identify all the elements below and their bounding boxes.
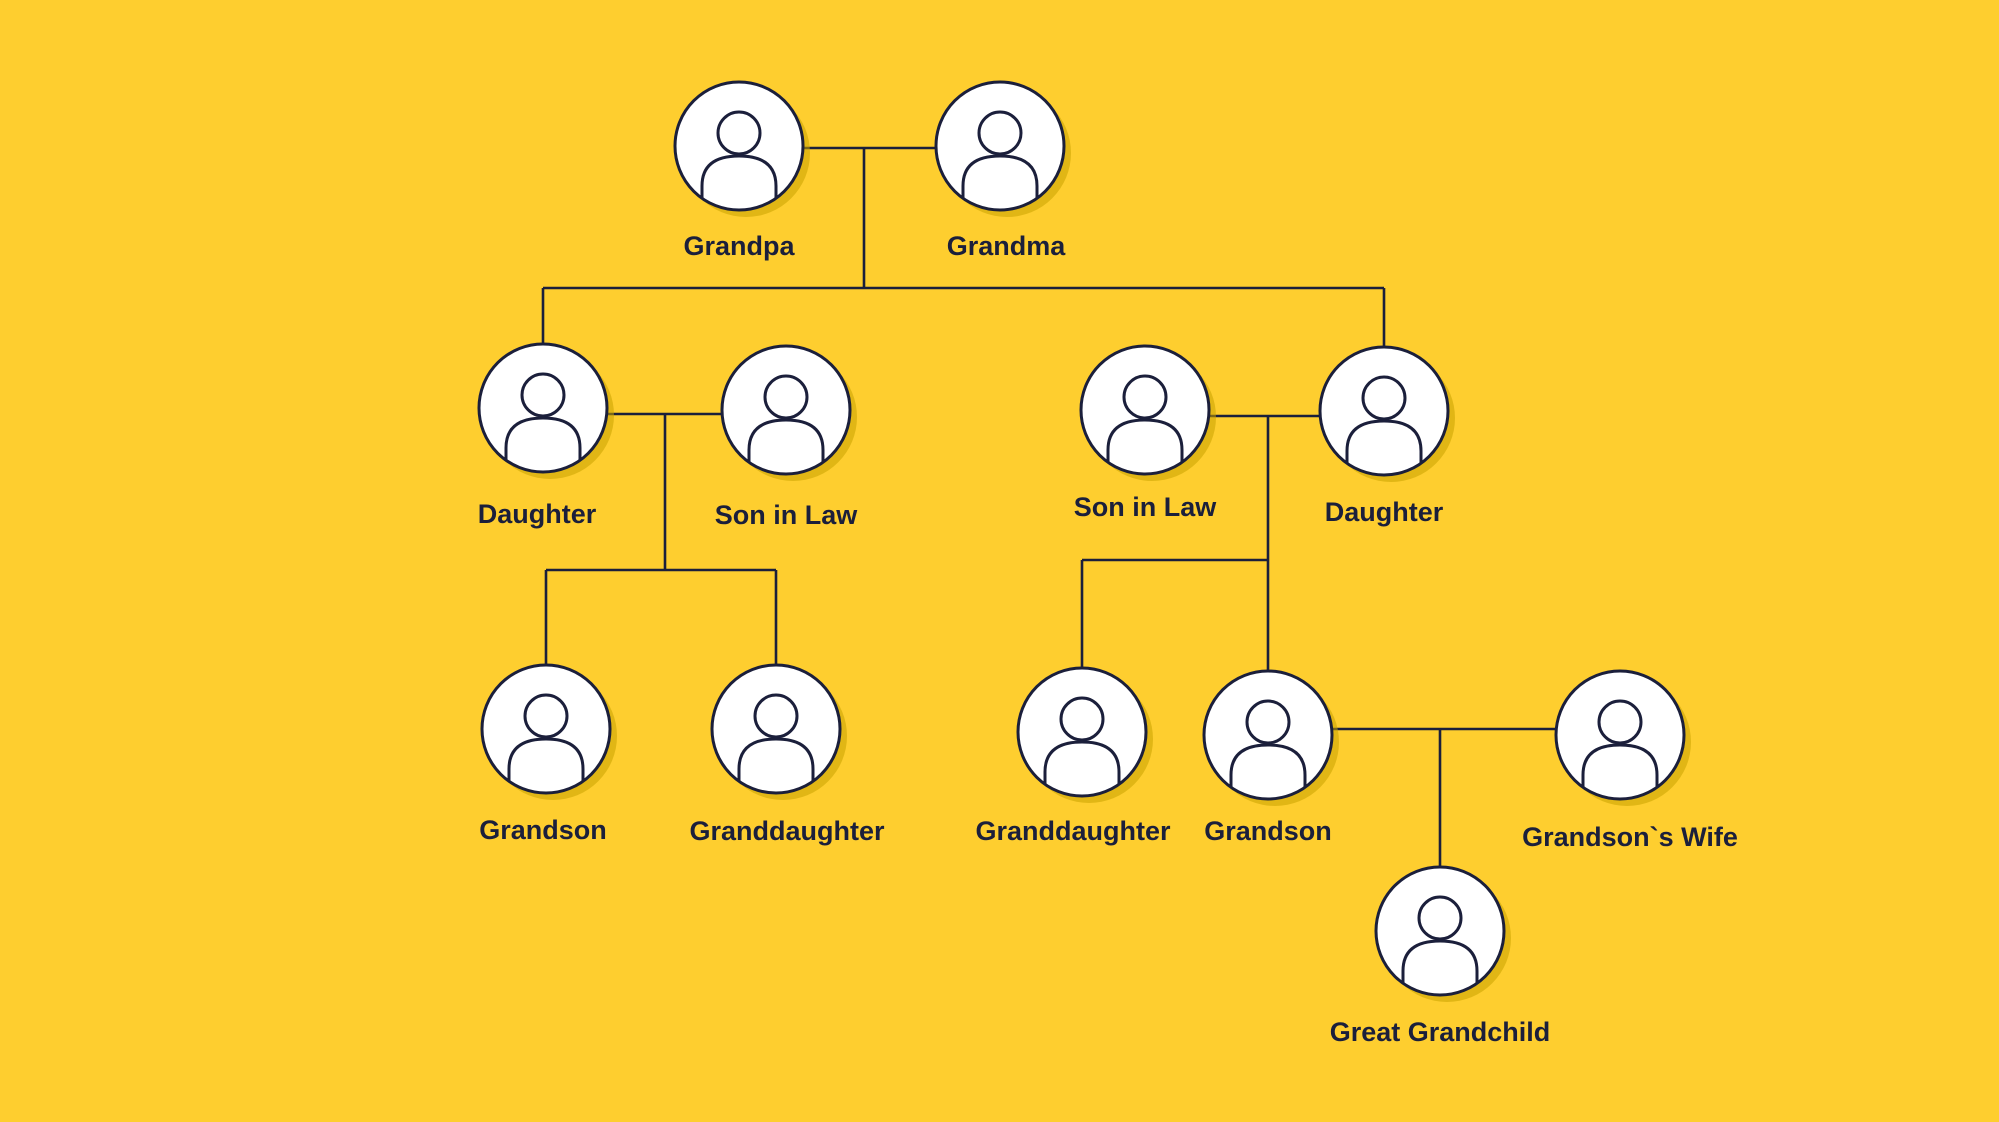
avatar-circle (720, 344, 852, 476)
member-label: Granddaughter (689, 816, 885, 846)
member-grandpa: Grandpa (673, 80, 810, 261)
member-label: Son in Law (715, 500, 859, 530)
member-label: Daughter (1325, 497, 1444, 527)
member-granddaughter-1: Granddaughter (689, 663, 885, 846)
person-avatar-icon (737, 693, 815, 781)
member-son-in-law-1: Son in Law (715, 344, 859, 530)
member-son-in-law-2: Son in Law (1074, 344, 1218, 522)
person-avatar-icon (700, 110, 778, 198)
person-avatar-icon (1043, 696, 1121, 784)
avatar-circle (477, 342, 609, 474)
person-avatar-icon (1229, 699, 1307, 787)
member-great-grandchild: Great Grandchild (1330, 865, 1551, 1047)
person-avatar-icon (1345, 375, 1423, 463)
avatar-circle (1016, 666, 1148, 798)
member-grandsons-wife: Grandson`s Wife (1522, 669, 1738, 852)
avatar-circle (710, 663, 842, 795)
person-avatar-icon (507, 693, 585, 781)
member-grandma: Grandma (934, 80, 1071, 261)
person-avatar-icon (1106, 374, 1184, 462)
member-granddaughter-2: Granddaughter (975, 666, 1171, 846)
member-label: Son in Law (1074, 492, 1218, 522)
avatar-circle (673, 80, 805, 212)
member-grandson-2: Grandson (1202, 669, 1339, 846)
member-label: Grandpa (683, 231, 795, 261)
member-label: Daughter (478, 499, 597, 529)
person-avatar-icon (504, 372, 582, 460)
avatar-circle (1374, 865, 1506, 997)
member-label: Great Grandchild (1330, 1017, 1551, 1047)
avatar-circle (934, 80, 1066, 212)
member-label: Grandson (479, 815, 607, 845)
member-label: Granddaughter (975, 816, 1171, 846)
member-label: Grandson`s Wife (1522, 822, 1738, 852)
person-avatar-icon (1401, 895, 1479, 983)
avatar-circle (1554, 669, 1686, 801)
member-grandson-1: Grandson (479, 663, 617, 845)
member-daughter-1: Daughter (477, 342, 614, 529)
member-daughter-2: Daughter (1318, 345, 1455, 527)
member-label: Grandma (947, 231, 1067, 261)
avatar-circle (480, 663, 612, 795)
connector-lines (541, 146, 1556, 867)
person-avatar-icon (747, 374, 825, 462)
avatar-circle (1318, 345, 1450, 477)
avatar-circle (1202, 669, 1334, 801)
person-avatar-icon (1581, 699, 1659, 787)
member-label: Grandson (1204, 816, 1332, 846)
avatar-circle (1079, 344, 1211, 476)
person-avatar-icon (961, 110, 1039, 198)
